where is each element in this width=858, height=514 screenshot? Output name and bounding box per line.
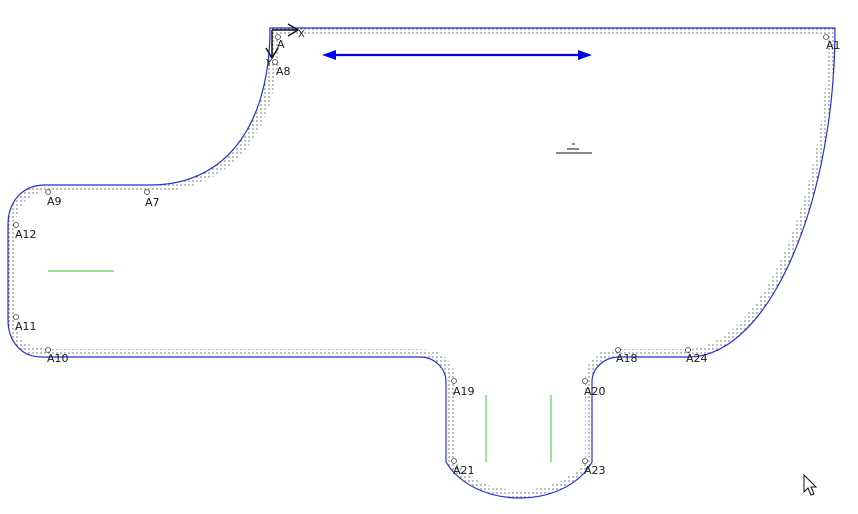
y-axis-label: Y <box>265 58 273 69</box>
point-marker-a10[interactable] <box>45 347 51 353</box>
point-label-a21: A21 <box>453 464 475 477</box>
point-label-a24: A24 <box>686 352 708 365</box>
point-label-a11: A11 <box>15 320 37 333</box>
pattern-outline[interactable] <box>7 27 836 499</box>
xy-axis-icon: X Y <box>265 23 305 69</box>
point-marker-a9[interactable] <box>45 189 51 195</box>
point-marker-a21[interactable] <box>451 458 457 464</box>
point-label-a: A <box>277 38 285 51</box>
point-label-a10: A10 <box>47 352 69 365</box>
point-marker-a20[interactable] <box>582 378 588 384</box>
point-label-a12: A12 <box>15 228 37 241</box>
point-marker-a7[interactable] <box>144 189 150 195</box>
point-label-a23: A23 <box>584 464 606 477</box>
point-marker-a8[interactable] <box>272 59 278 65</box>
point-label-a18: A18 <box>616 352 638 365</box>
point-label-a19: A19 <box>453 385 475 398</box>
grain-line-arrow[interactable] <box>322 50 592 60</box>
seam-allowance-band <box>8 28 835 498</box>
point-marker-a12[interactable] <box>13 222 19 228</box>
point-marker-a11[interactable] <box>13 314 19 320</box>
point-marker-a23[interactable] <box>582 458 588 464</box>
point-label-a9: A9 <box>47 195 62 208</box>
point-label-a1: A1 <box>826 39 841 52</box>
point-label-a7: A7 <box>145 196 160 209</box>
point-marker-a18[interactable] <box>615 347 621 353</box>
piece-info-text <box>556 143 592 154</box>
point-labels: A1 A A8 A9 A7 A12 A11 A10 A19 A20 A18 A2… <box>15 38 841 477</box>
point-marker-a24[interactable] <box>685 347 691 353</box>
point-markers[interactable] <box>13 34 829 464</box>
x-axis-label: X <box>298 29 305 40</box>
point-marker-a[interactable] <box>275 34 281 40</box>
point-label-a8: A8 <box>276 65 291 78</box>
mouse-pointer-icon <box>803 473 818 496</box>
point-label-a20: A20 <box>584 385 606 398</box>
point-marker-a19[interactable] <box>451 378 457 384</box>
point-marker-a1[interactable] <box>823 34 829 40</box>
